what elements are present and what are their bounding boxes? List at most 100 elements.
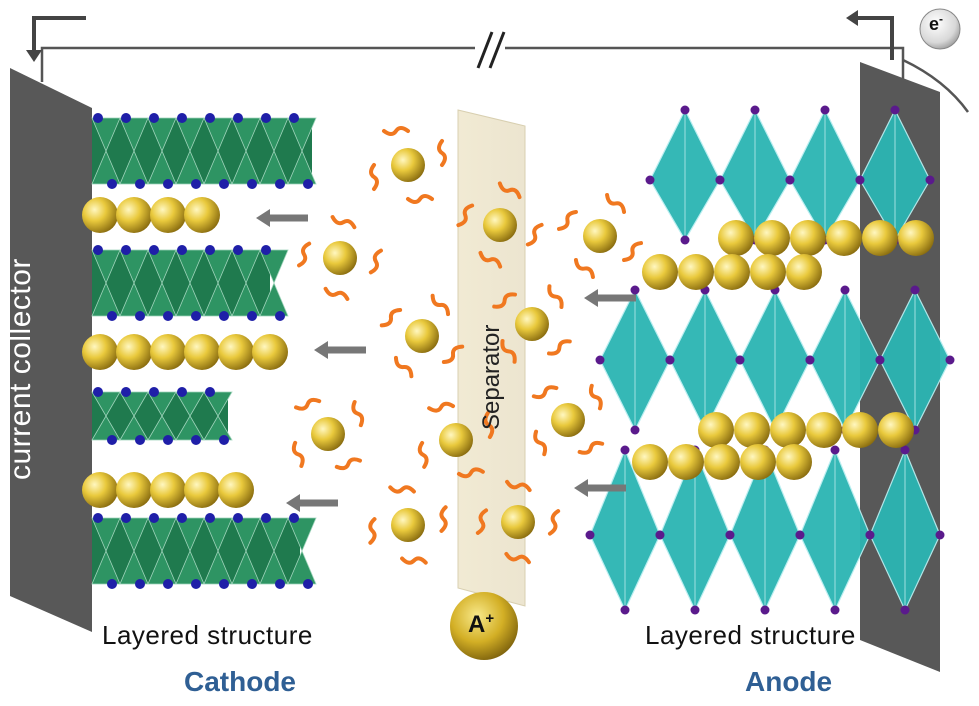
cathode-ion: [116, 334, 152, 370]
cathode-atom: [149, 113, 159, 123]
solvent-molecule: [291, 440, 305, 468]
solvent-molecule: [369, 163, 379, 191]
left-current-collector: [10, 68, 92, 632]
cathode-atom: [289, 513, 299, 523]
cathode-atom: [93, 245, 103, 255]
anode-atom: [875, 355, 885, 365]
solvent-molecule: [351, 400, 365, 428]
cathode-ion: [252, 334, 288, 370]
cathode-atom: [219, 311, 229, 321]
cathode-ion: [184, 334, 220, 370]
electrolyte-ion: [515, 307, 549, 341]
anode-atom: [620, 605, 630, 615]
cathode-atom: [135, 311, 145, 321]
cathode-atom: [191, 311, 201, 321]
solvent-molecule: [406, 194, 434, 204]
cathode-atom: [247, 311, 257, 321]
anode-ion: [718, 220, 754, 256]
solvent-molecule: [294, 397, 322, 411]
cathode-atom: [163, 179, 173, 189]
anode-atom: [865, 530, 875, 540]
cathode-atom: [135, 435, 145, 445]
anode-ion: [740, 444, 776, 480]
electrolyte-ion: [391, 148, 425, 182]
anode-atom: [715, 175, 725, 185]
cathode-ion: [218, 334, 254, 370]
cathode-slab: [91, 245, 289, 321]
solvent-molecule: [531, 385, 559, 400]
anode-atom: [750, 105, 760, 115]
cathode-atom: [303, 179, 313, 189]
anode-atom: [925, 175, 935, 185]
cathode-atom: [205, 245, 215, 255]
solvated-ion: [379, 293, 465, 379]
cathode-atom: [233, 245, 243, 255]
cathode-atom: [177, 245, 187, 255]
cathode-atom: [275, 179, 285, 189]
right-corner-arrow-icon: [846, 10, 894, 60]
cathode-atom: [261, 513, 271, 523]
cathode-atom: [149, 245, 159, 255]
electrolyte-ion: [391, 508, 425, 542]
solvent-molecule: [478, 250, 503, 269]
cathode-atom: [191, 435, 201, 445]
cathode-atom: [275, 311, 285, 321]
cathode-atom: [163, 311, 173, 321]
solvent-molecule: [456, 467, 485, 479]
cathode-ion: [218, 472, 254, 508]
anode-ion: [842, 412, 878, 448]
solvent-molecule: [439, 505, 448, 533]
cathode-atom: [261, 245, 271, 255]
cathode-ion: [150, 472, 186, 508]
anode-ion: [786, 254, 822, 290]
cathode-atom: [121, 245, 131, 255]
solvent-molecule: [497, 181, 522, 200]
cathode-atom: [163, 435, 173, 445]
anode-atom: [805, 355, 815, 365]
left-arrow-icon: [574, 479, 626, 497]
cathode-atom: [275, 579, 285, 589]
cathode-atom: [233, 113, 243, 123]
anode-atom: [935, 530, 945, 540]
cathode-atom: [289, 113, 299, 123]
electron-label: e-: [929, 12, 944, 34]
anode-atom: [820, 105, 830, 115]
solvated-ion: [369, 126, 447, 204]
solvent-molecule: [504, 551, 531, 565]
solvent-molecule: [605, 192, 627, 214]
cathode-atom: [107, 435, 117, 445]
solvent-molecule: [577, 440, 605, 455]
anode-ion: [806, 412, 842, 448]
solvent-molecule: [379, 307, 403, 328]
cathode-atom: [247, 579, 257, 589]
left-arrow-icon: [286, 494, 338, 512]
anode-ion: [790, 220, 826, 256]
anode-atom: [735, 355, 745, 365]
anode-atom: [595, 355, 605, 365]
cathode-slab: [91, 113, 317, 189]
electrolyte-ion: [483, 208, 517, 242]
solvent-molecule: [297, 241, 312, 268]
solvent-molecule: [547, 509, 561, 536]
cathode-ion: [184, 472, 220, 508]
solvent-molecule: [393, 355, 414, 379]
solvent-molecule: [388, 485, 416, 494]
cathode-atom: [219, 179, 229, 189]
anode-atom: [585, 530, 595, 540]
solvent-molecule: [500, 338, 517, 364]
solvent-molecule: [368, 248, 383, 275]
anode-ion: [642, 254, 678, 290]
anode-ion: [826, 220, 862, 256]
solvent-molecule: [334, 457, 362, 471]
solvent-molecule: [475, 508, 489, 535]
cathode-atom: [205, 113, 215, 123]
cathode-atom: [149, 513, 159, 523]
cathode-atom: [107, 311, 117, 321]
solvent-molecule: [417, 440, 429, 469]
cathode-atom: [177, 113, 187, 123]
anode-atom: [900, 445, 910, 455]
solvent-molecule: [573, 258, 595, 280]
solvent-molecule: [330, 215, 357, 230]
solvent-molecule: [441, 344, 465, 365]
